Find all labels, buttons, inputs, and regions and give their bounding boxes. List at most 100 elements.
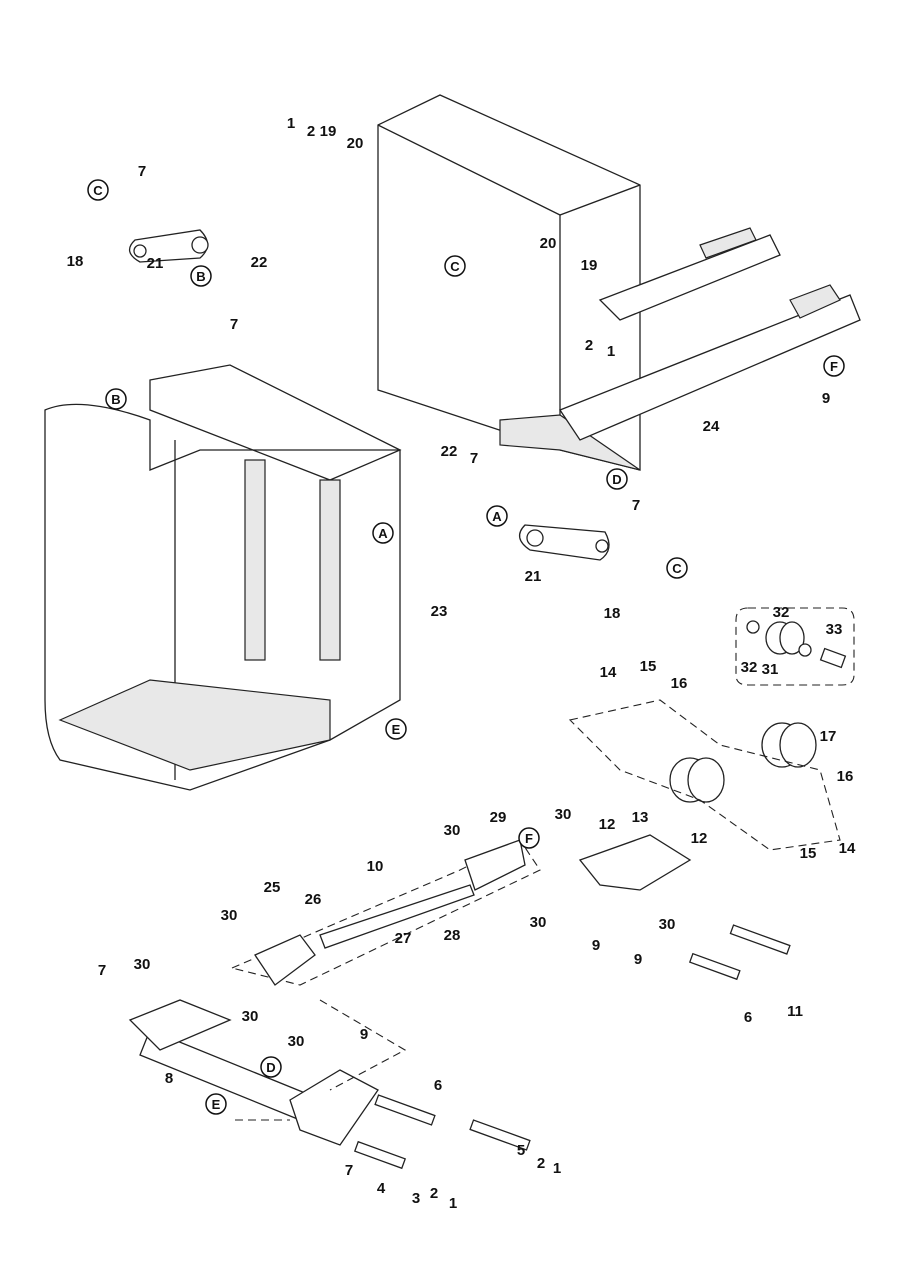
callout-5: 5: [517, 1142, 525, 1159]
callout-30: 30: [242, 1008, 259, 1025]
callout-29: 29: [490, 809, 507, 826]
callout-1: 1: [287, 115, 295, 132]
callout-25: 25: [264, 879, 281, 896]
callout-2: 2: [430, 1185, 438, 1202]
callout-2: 2: [307, 123, 315, 140]
callout-19: 19: [581, 257, 598, 274]
callout-6: 6: [744, 1009, 752, 1026]
reference-marker-circle: [606, 468, 628, 490]
reference-marker-A: A: [378, 526, 388, 541]
reference-marker-A: A: [492, 509, 502, 524]
reference-marker-B: B: [196, 269, 205, 284]
callout-10: 10: [367, 858, 384, 875]
callout-27: 27: [395, 930, 412, 947]
link-arm-21-top: [128, 229, 209, 263]
reference-marker-circle: [190, 265, 212, 287]
callout-2: 2: [585, 337, 593, 354]
callout-31: 31: [762, 661, 779, 678]
lever-13: [578, 834, 791, 981]
callout-7: 7: [470, 450, 478, 467]
reference-marker-circle: [205, 1093, 227, 1115]
callout-30: 30: [659, 916, 676, 933]
callout-18: 18: [67, 253, 84, 270]
reference-marker-circle: [518, 827, 540, 849]
reference-marker-C: C: [672, 561, 682, 576]
reference-marker-circle: [105, 388, 127, 410]
callout-18: 18: [604, 605, 621, 622]
callout-32: 32: [773, 604, 790, 621]
callout-32: 32: [741, 659, 758, 676]
axle-dashed-guide: [235, 999, 407, 1121]
callout-7: 7: [345, 1162, 353, 1179]
chassis-housing: [377, 94, 641, 471]
callout-7: 7: [632, 497, 640, 514]
reference-marker-B: B: [111, 392, 120, 407]
reference-marker-F: F: [525, 831, 533, 846]
callout-20: 20: [347, 135, 364, 152]
callout-1: 1: [553, 1160, 561, 1177]
callout-21: 21: [147, 255, 164, 272]
roller-17: [669, 722, 817, 803]
reference-marker-E: E: [212, 1097, 221, 1112]
callout-30: 30: [555, 806, 572, 823]
fork-24: [559, 227, 861, 441]
pull-rod-10: [254, 839, 526, 986]
callout-9: 9: [822, 390, 830, 407]
reference-marker-circle: [372, 522, 394, 544]
callout-15: 15: [640, 658, 657, 675]
reference-marker-D: D: [266, 1060, 275, 1075]
callout-28: 28: [444, 927, 461, 944]
reference-marker-circle: [666, 557, 688, 579]
reference-marker-circle: [385, 718, 407, 740]
callout-22: 22: [251, 254, 268, 271]
callout-8: 8: [165, 1070, 173, 1087]
callout-16: 16: [671, 675, 688, 692]
link-arm-21-mid: [518, 524, 610, 561]
roller-inset-box: [735, 607, 855, 686]
reference-marker-E: E: [392, 722, 401, 737]
callout-9: 9: [634, 951, 642, 968]
callout-30: 30: [530, 914, 547, 931]
callout-21: 21: [525, 568, 542, 585]
axle-8: [128, 999, 531, 1170]
callout-30: 30: [134, 956, 151, 973]
reference-marker-C: C: [93, 183, 103, 198]
callout-33: 33: [826, 621, 843, 638]
callout-17: 17: [820, 728, 837, 745]
callout-20: 20: [540, 235, 557, 252]
callout-12: 12: [691, 830, 708, 847]
callout-2: 2: [537, 1155, 545, 1172]
reference-marker-circle: [87, 179, 109, 201]
callout-30: 30: [221, 907, 238, 924]
callout-16: 16: [837, 768, 854, 785]
callout-30: 30: [444, 822, 461, 839]
callout-7: 7: [138, 163, 146, 180]
callout-14: 14: [600, 664, 617, 681]
callout-13: 13: [632, 809, 649, 826]
callout-7: 7: [98, 962, 106, 979]
callout-15: 15: [800, 845, 817, 862]
callout-24: 24: [703, 418, 720, 435]
reference-marker-C: C: [450, 259, 460, 274]
reference-marker-circle: [823, 355, 845, 377]
callout-6: 6: [434, 1077, 442, 1094]
callout-7: 7: [230, 316, 238, 333]
reference-marker-F: F: [830, 359, 838, 374]
callout-9: 9: [360, 1026, 368, 1043]
callout-19: 19: [320, 123, 337, 140]
callout-1: 1: [449, 1195, 457, 1212]
callout-22: 22: [441, 443, 458, 460]
reference-marker-circle: [486, 505, 508, 527]
callout-12: 12: [599, 816, 616, 833]
callout-14: 14: [839, 840, 856, 857]
linkage-10-outline: [230, 839, 541, 986]
reference-marker-circle: [444, 255, 466, 277]
roller-31-inset: [746, 620, 847, 669]
callout-3: 3: [412, 1190, 420, 1207]
reference-marker-circle: [260, 1056, 282, 1078]
callout-11: 11: [787, 1003, 803, 1020]
callout-4: 4: [377, 1180, 386, 1197]
callout-26: 26: [305, 891, 322, 908]
frame-cover-23: [44, 364, 402, 791]
